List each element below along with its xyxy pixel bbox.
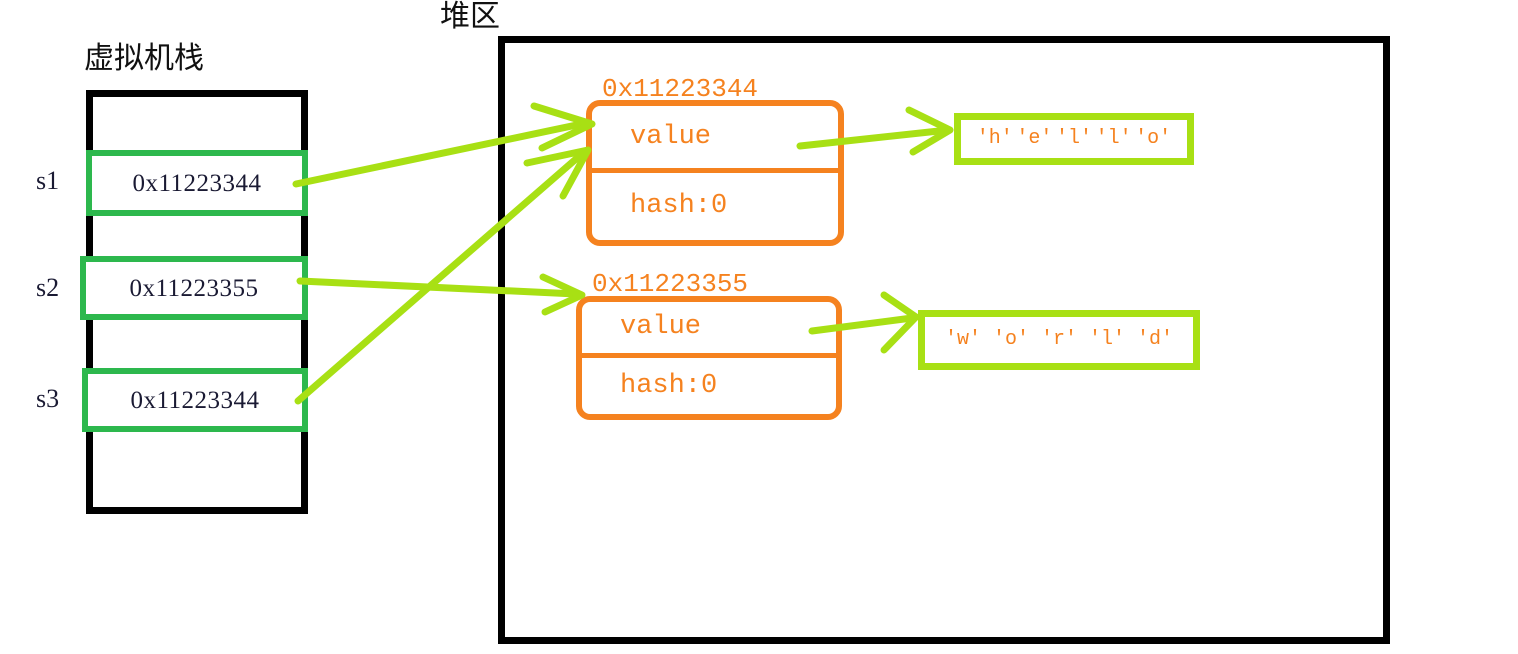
char-array-1-cell-4: 'd' [1136,328,1173,351]
heap-object-1-value-row: value [582,302,836,358]
stack-slot-s3[interactable]: 0x11223344 [82,368,308,432]
heap-object-0-hash-label: hash:0 [630,191,728,221]
char-array-0-cell-3: 'l' [1095,127,1132,150]
stack-slot-s1[interactable]: 0x11223344 [86,150,308,216]
char-array-0[interactable]: 'h' 'e' 'l' 'l' 'o' [954,113,1194,165]
char-array-1[interactable]: 'w' 'o' 'r' 'l' 'd' [918,310,1200,370]
heap-object-1[interactable]: value hash:0 [576,296,842,420]
heap-object-1-value-label: value [620,312,702,342]
char-array-0-cell-2: 'l' [1055,127,1092,150]
heap-object-0[interactable]: value hash:0 [586,100,844,246]
heap-title: 堆区 [440,0,500,34]
stack-slot-value-s3: 0x11223344 [130,386,260,414]
char-array-1-cell-3: 'l' [1088,328,1125,351]
heap-object-1-hash-row: hash:0 [582,358,836,414]
stack-slot-s2[interactable]: 0x11223355 [80,256,308,320]
stack-slot-value-s1: 0x11223344 [132,169,262,197]
char-array-1-cell-0: 'w' [944,328,981,351]
char-array-0-cell-0: 'h' [976,127,1013,150]
heap-object-0-value-label: value [630,121,712,152]
heap-object-0-value-row: value [592,106,838,173]
heap-object-address-1: 0x11223355 [592,269,749,299]
char-array-0-cell-4: 'o' [1135,127,1172,150]
char-array-1-cell-2: 'r' [1040,328,1077,351]
stack-slot-label-s2: s2 [36,273,60,302]
char-array-0-cell-1: 'e' [1016,127,1053,150]
char-array-1-cell-1: 'o' [992,328,1029,351]
stack-slot-label-s3: s3 [36,384,60,413]
heap-object-1-hash-label: hash:0 [620,370,718,401]
stack-slot-value-s2: 0x11223355 [129,274,259,302]
heap-object-0-hash-row: hash:0 [592,173,838,240]
stack-slot-label-s1: s1 [36,166,60,195]
heap-object-address-0: 0x11223344 [602,74,759,104]
stack-title: 虚拟机栈 [84,41,204,76]
